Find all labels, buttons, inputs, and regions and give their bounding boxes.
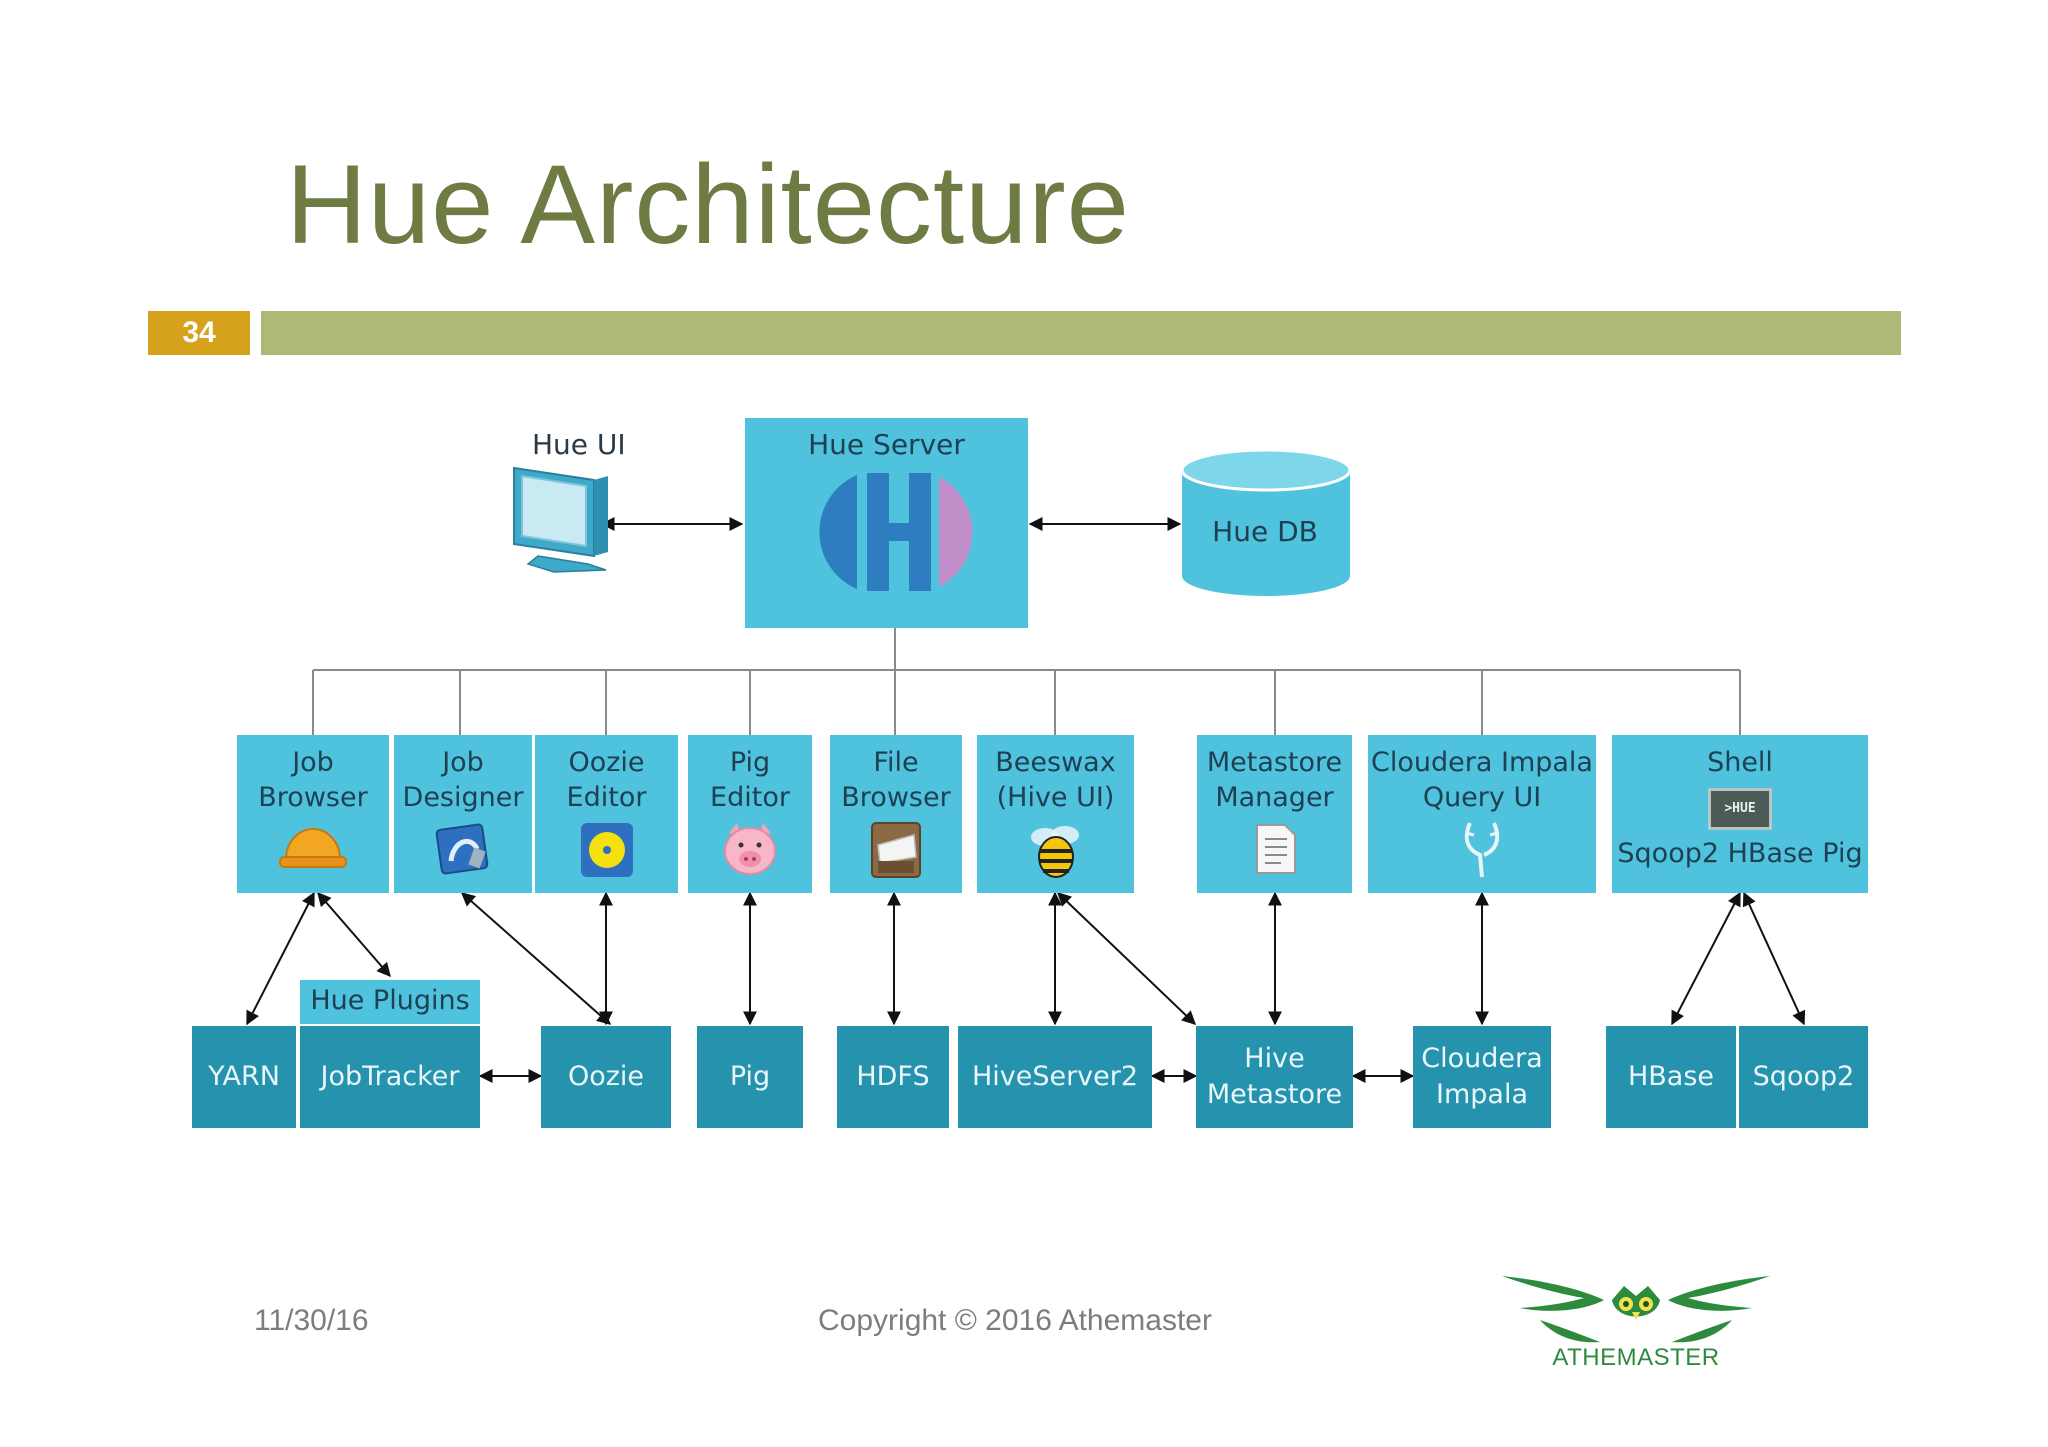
app-shell: Shell >HUE Sqoop2 HBase Pig <box>1612 735 1868 893</box>
backend-jobtracker: JobTracker <box>300 1026 480 1128</box>
page-number-badge: 34 <box>148 311 250 355</box>
pig-icon <box>724 823 776 875</box>
hue-server-tree <box>312 628 1741 735</box>
footer-copyright: Copyright © 2016 Athemaster <box>818 1304 1212 1337</box>
arrow-jobbrowser-hueplugins <box>317 891 391 978</box>
database-icon <box>1180 448 1352 596</box>
backend-pig: Pig <box>697 1026 803 1128</box>
slide-title: Hue Architecture <box>286 142 1130 267</box>
designer-icon <box>435 823 489 875</box>
hue-db-label: Hue DB <box>1212 515 1318 548</box>
app-job-browser: Job Browser <box>237 735 389 893</box>
hue-ui-label: Hue UI <box>532 428 626 461</box>
arrow-shell-hbase <box>1671 891 1741 1026</box>
backend-sqoop2: Sqoop2 <box>1739 1026 1868 1128</box>
monitor-icon <box>513 466 608 573</box>
app-beeswax: Beeswax (Hive UI) <box>977 735 1134 893</box>
arrow-jobbrowser-yarn <box>246 891 315 1026</box>
backend-hiveserver2: HiveServer2 <box>958 1026 1152 1128</box>
hard-hat-icon <box>279 828 347 868</box>
arrow-shell-sqoop2 <box>1742 891 1806 1026</box>
backend-hdfs: HDFS <box>837 1026 949 1128</box>
file-cabinet-icon <box>871 822 921 878</box>
hue-server-label: Hue Server <box>808 428 965 461</box>
app-pig-editor: Pig Editor <box>688 735 812 893</box>
document-icon <box>1255 824 1296 874</box>
hue-server-box: Hue Server <box>745 418 1028 628</box>
footer-date: 11/30/16 <box>254 1304 369 1337</box>
impala-antler-icon <box>1464 822 1500 878</box>
bee-icon <box>1030 826 1079 878</box>
backend-oozie: Oozie <box>541 1026 671 1128</box>
backend-yarn: YARN <box>192 1026 296 1128</box>
terminal-icon: >HUE <box>1708 788 1772 830</box>
title-bar <box>261 311 1901 355</box>
app-cloudera-impala-ui: Cloudera Impala Query UI <box>1368 735 1596 893</box>
backend-cloudera-impala: Cloudera Impala <box>1413 1026 1551 1128</box>
app-file-browser: File Browser <box>830 735 962 893</box>
arrows <box>246 517 1806 1083</box>
athemaster-owl-logo <box>1502 1276 1770 1343</box>
arrow-jobdesigner-oozie <box>460 892 612 1025</box>
arrow-beeswax-hivemetastore <box>1056 892 1197 1025</box>
app-job-designer: Job Designer <box>394 735 532 893</box>
backend-hive-metastore: Hive Metastore <box>1196 1026 1353 1128</box>
app-metastore-manager: Metastore Manager <box>1197 735 1352 893</box>
hue-plugins-box: Hue Plugins <box>300 980 480 1024</box>
app-oozie-editor: Oozie Editor <box>535 735 678 893</box>
hue-logo-icon <box>818 473 972 591</box>
logo-text: ATHEMASTER <box>1552 1344 1720 1371</box>
backend-hbase: HBase <box>1606 1026 1736 1128</box>
oozie-icon <box>580 823 633 877</box>
